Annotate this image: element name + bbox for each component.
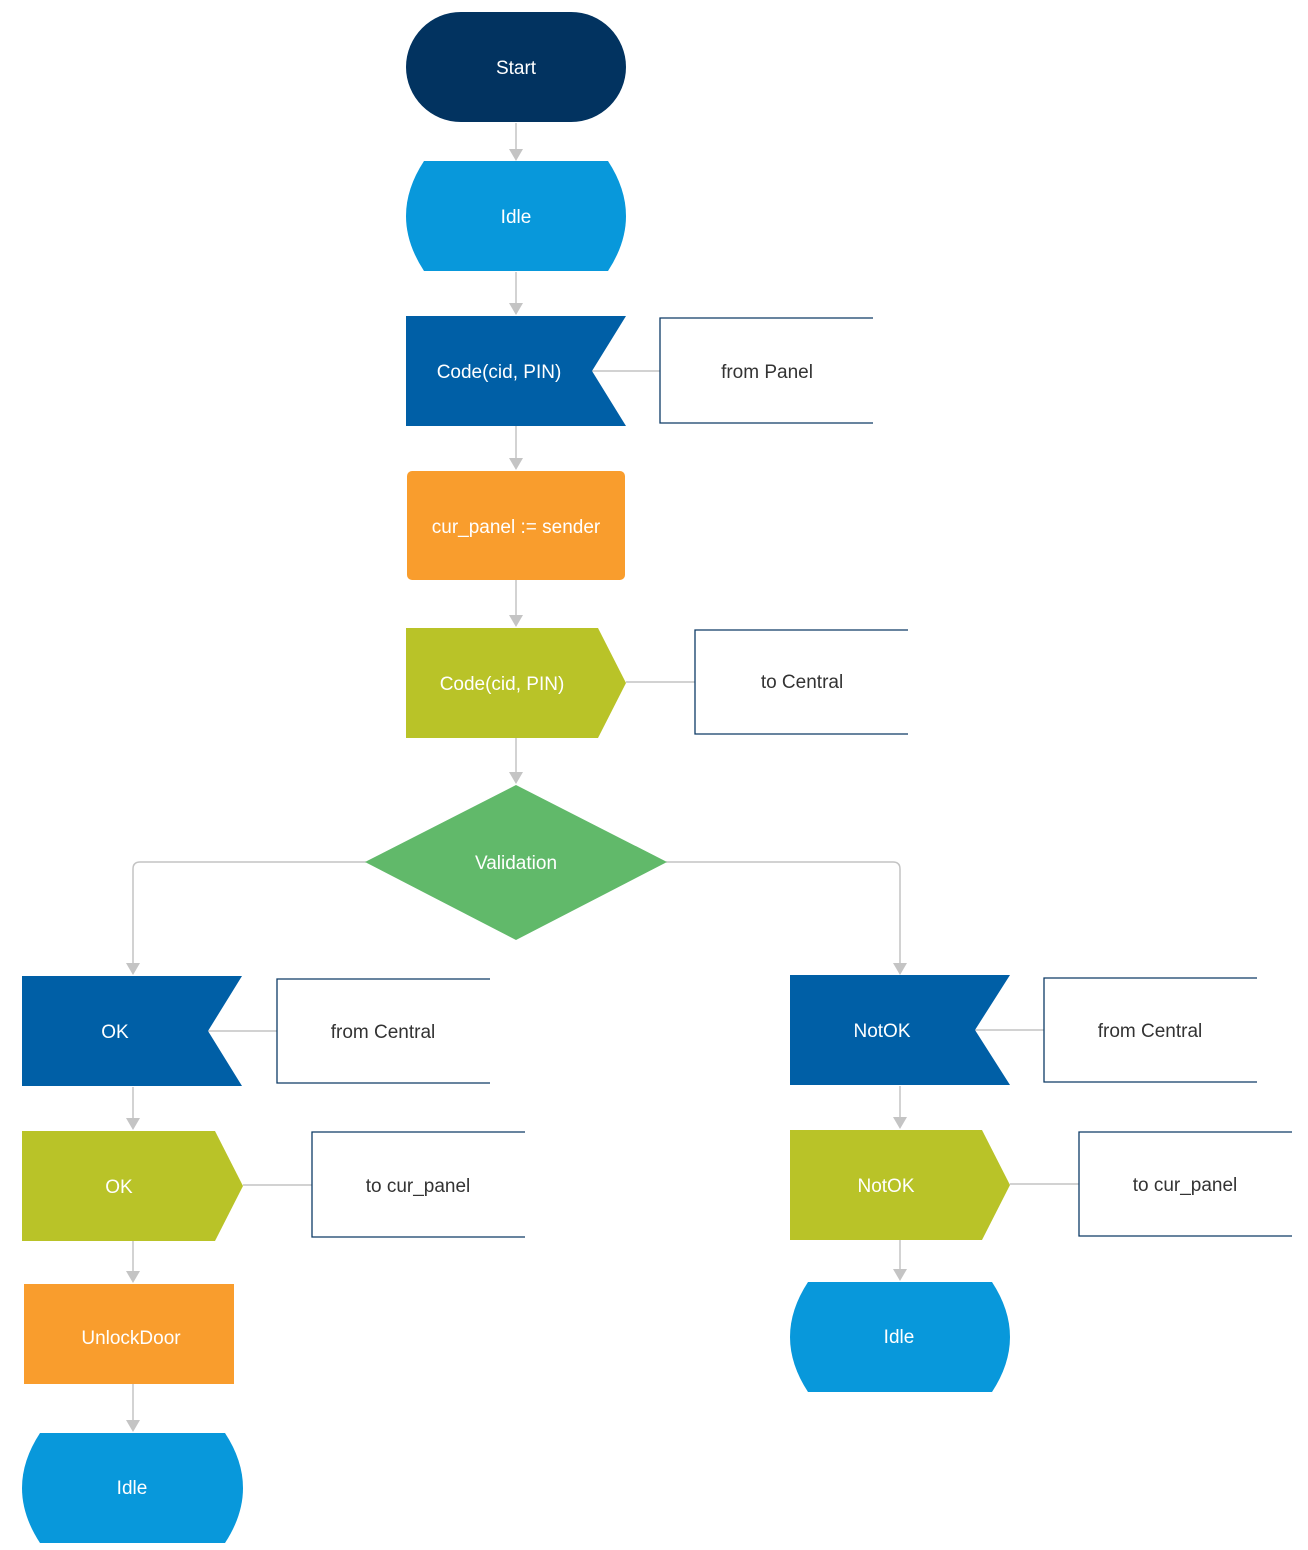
note-to-cur-panel-right-label: to cur_panel <box>1133 1175 1238 1196</box>
note-from-central-left-label: from Central <box>331 1022 436 1043</box>
connector-receive-ok-send-ok <box>126 1087 140 1130</box>
note-from-panel-label: from Panel <box>721 362 813 383</box>
state-idle-right-label: Idle <box>884 1327 915 1348</box>
note-to-cur-panel-left: to cur_panel <box>311 1131 525 1238</box>
start-terminator[interactable]: Start <box>406 12 626 122</box>
connector-send-code-validation <box>509 738 523 784</box>
state-idle-left-label: Idle <box>117 1478 148 1499</box>
state-idle-top-label: Idle <box>501 207 532 228</box>
input-signal-notok-label: NotOK <box>853 1021 910 1042</box>
connector-validation-ok <box>126 861 366 975</box>
connector-start-idle <box>509 123 523 161</box>
connector-idle-receive-code <box>509 272 523 315</box>
state-idle-left[interactable]: Idle <box>22 1433 243 1543</box>
output-signal-notok[interactable]: NotOK <box>790 1130 1010 1240</box>
output-signal-notok-label: NotOK <box>857 1176 914 1197</box>
task-assign-panel-label: cur_panel := sender <box>432 517 601 538</box>
input-signal-ok[interactable]: OK <box>22 976 242 1086</box>
note-from-central-right-label: from Central <box>1098 1021 1203 1042</box>
note-from-panel: from Panel <box>659 317 873 424</box>
output-signal-code[interactable]: Code(cid, PIN) <box>406 628 626 738</box>
decision-validation[interactable]: Validation <box>365 785 667 940</box>
output-signal-ok[interactable]: OK <box>22 1131 243 1241</box>
connector-send-ok-unlock <box>126 1241 140 1283</box>
note-to-cur-panel-left-label: to cur_panel <box>366 1176 471 1197</box>
input-signal-notok[interactable]: NotOK <box>790 975 1010 1085</box>
decision-validation-label: Validation <box>475 853 557 874</box>
note-to-cur-panel-right: to cur_panel <box>1078 1131 1292 1237</box>
output-signal-ok-label: OK <box>105 1177 133 1198</box>
connector-unlock-idle <box>126 1384 140 1432</box>
note-from-central-left: from Central <box>276 978 490 1084</box>
input-signal-code[interactable]: Code(cid, PIN) <box>406 316 626 426</box>
note-to-central: to Central <box>694 629 908 735</box>
connector-receive-code-assign <box>509 426 523 470</box>
state-idle-right[interactable]: Idle <box>790 1282 1010 1392</box>
note-from-central-right: from Central <box>1043 977 1257 1083</box>
input-signal-code-label: Code(cid, PIN) <box>437 362 562 383</box>
task-assign-panel[interactable]: cur_panel := sender <box>407 471 625 580</box>
task-unlock-door[interactable]: UnlockDoor <box>24 1284 234 1384</box>
task-unlock-door-label: UnlockDoor <box>81 1328 181 1349</box>
connector-receive-notok-send-notok <box>893 1086 907 1129</box>
connector-assign-send-code <box>509 580 523 627</box>
input-signal-ok-label: OK <box>101 1022 129 1043</box>
output-signal-code-label: Code(cid, PIN) <box>440 674 565 695</box>
note-to-central-label: to Central <box>761 672 843 693</box>
start-label: Start <box>496 58 537 79</box>
connector-validation-notok <box>666 861 907 975</box>
connector-send-notok-idle <box>893 1240 907 1281</box>
state-idle-top[interactable]: Idle <box>406 161 626 271</box>
